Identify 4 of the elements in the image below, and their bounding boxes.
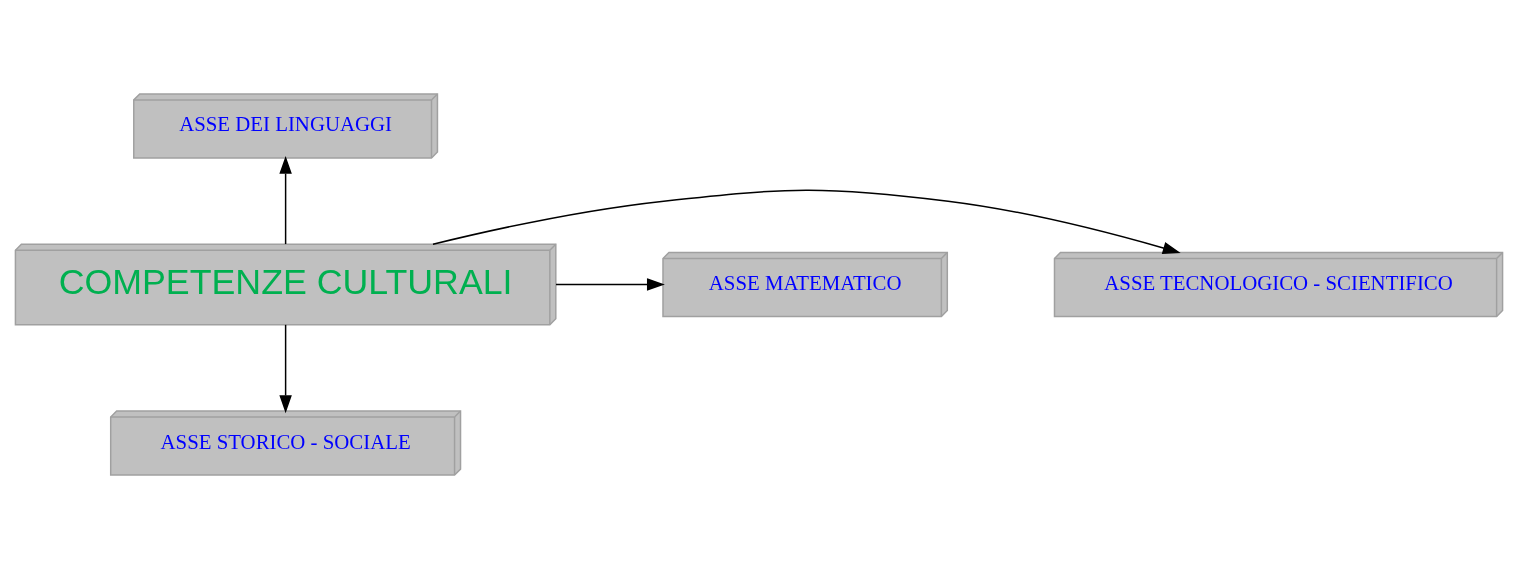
arrow — [279, 155, 292, 245]
arrow — [555, 277, 665, 291]
arrow — [432, 188, 1181, 254]
arrow — [279, 323, 292, 413]
